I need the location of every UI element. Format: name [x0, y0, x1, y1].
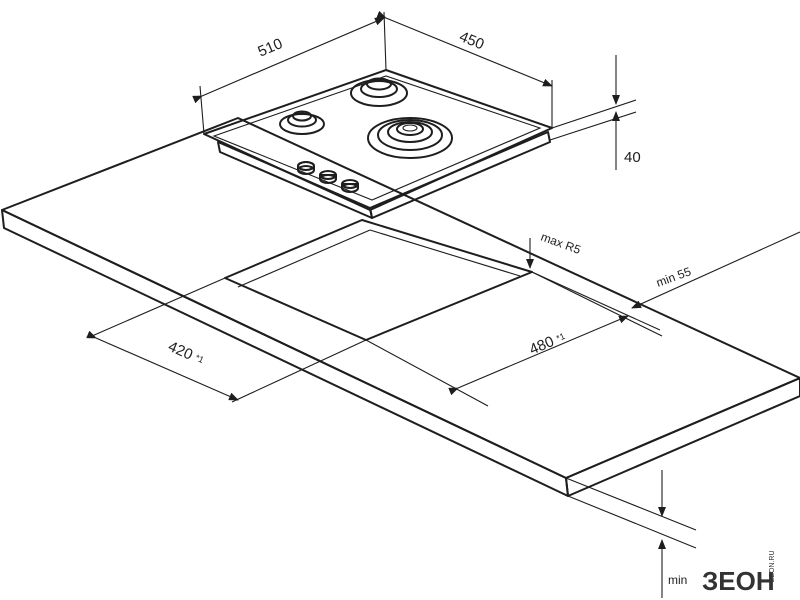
- label-480-note: *1: [555, 331, 567, 344]
- label-480: 480: [527, 333, 557, 358]
- knob-3: [341, 179, 359, 193]
- control-knobs: [297, 161, 359, 193]
- dimension-hob-width: 450: [376, 10, 553, 128]
- label-420-note: *1: [194, 352, 206, 365]
- label-510: 510: [255, 35, 285, 60]
- dimension-corner-radius: max R5: [526, 230, 583, 269]
- label-420: 420: [166, 338, 196, 364]
- knob-2: [319, 170, 337, 184]
- dimension-cutout-depth: 420 *1: [86, 277, 367, 403]
- zeon-logo: ЗЕОН ZEON.RU: [702, 551, 776, 597]
- burner-left: [279, 110, 325, 135]
- logo-text: ЗЕОН: [702, 566, 775, 596]
- burner-wok: [367, 117, 453, 159]
- dimension-hob-height: 40: [549, 55, 641, 170]
- logo-tagline: ZEON.RU: [769, 551, 776, 583]
- label-max-r5: max R5: [539, 230, 583, 257]
- worktop-cutout: [224, 219, 533, 341]
- dimension-cutout-width: 480 *1: [365, 271, 663, 407]
- label-min: min: [668, 573, 687, 587]
- gas-hob: [203, 69, 553, 219]
- label-40: 40: [624, 149, 641, 166]
- worktop: [1, 117, 800, 497]
- dimension-worktop-min: min: [565, 470, 697, 598]
- label-450: 450: [457, 28, 487, 53]
- knob-1: [297, 161, 315, 175]
- label-min-55: min 55: [654, 264, 693, 290]
- burner-rear: [350, 77, 408, 107]
